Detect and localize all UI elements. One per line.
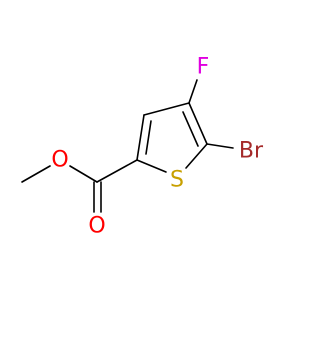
bond-ring-c4-c5: [188, 102, 208, 145]
bond-c4-fluorine: [188, 79, 198, 104]
atom-bromine: Br: [239, 139, 264, 164]
bond-ring-sulfur-c2: [136, 159, 167, 173]
atom-sulfur: S: [170, 168, 184, 193]
bond-c5-bromine: [206, 143, 234, 149]
bond-ring-c2-c3: [136, 114, 145, 161]
atom-oxygen-carbonyl: O: [88, 214, 105, 239]
atom-fluorine: F: [197, 55, 210, 80]
atom-oxygen-ester: O: [51, 148, 68, 173]
bond-ring-c3-c4: [143, 102, 190, 116]
bond-carbonyl-to-ring: [96, 159, 138, 183]
bond-ring-c5-sulfur: [185, 143, 208, 169]
bond-oxygen-carbonyl-carbon: [69, 165, 98, 183]
bond-methyl-oxygen: [21, 165, 51, 183]
bond-ring-c4-c5-inner: [182, 111, 199, 147]
bond-ring-c2-c3-inner: [145, 120, 152, 155]
